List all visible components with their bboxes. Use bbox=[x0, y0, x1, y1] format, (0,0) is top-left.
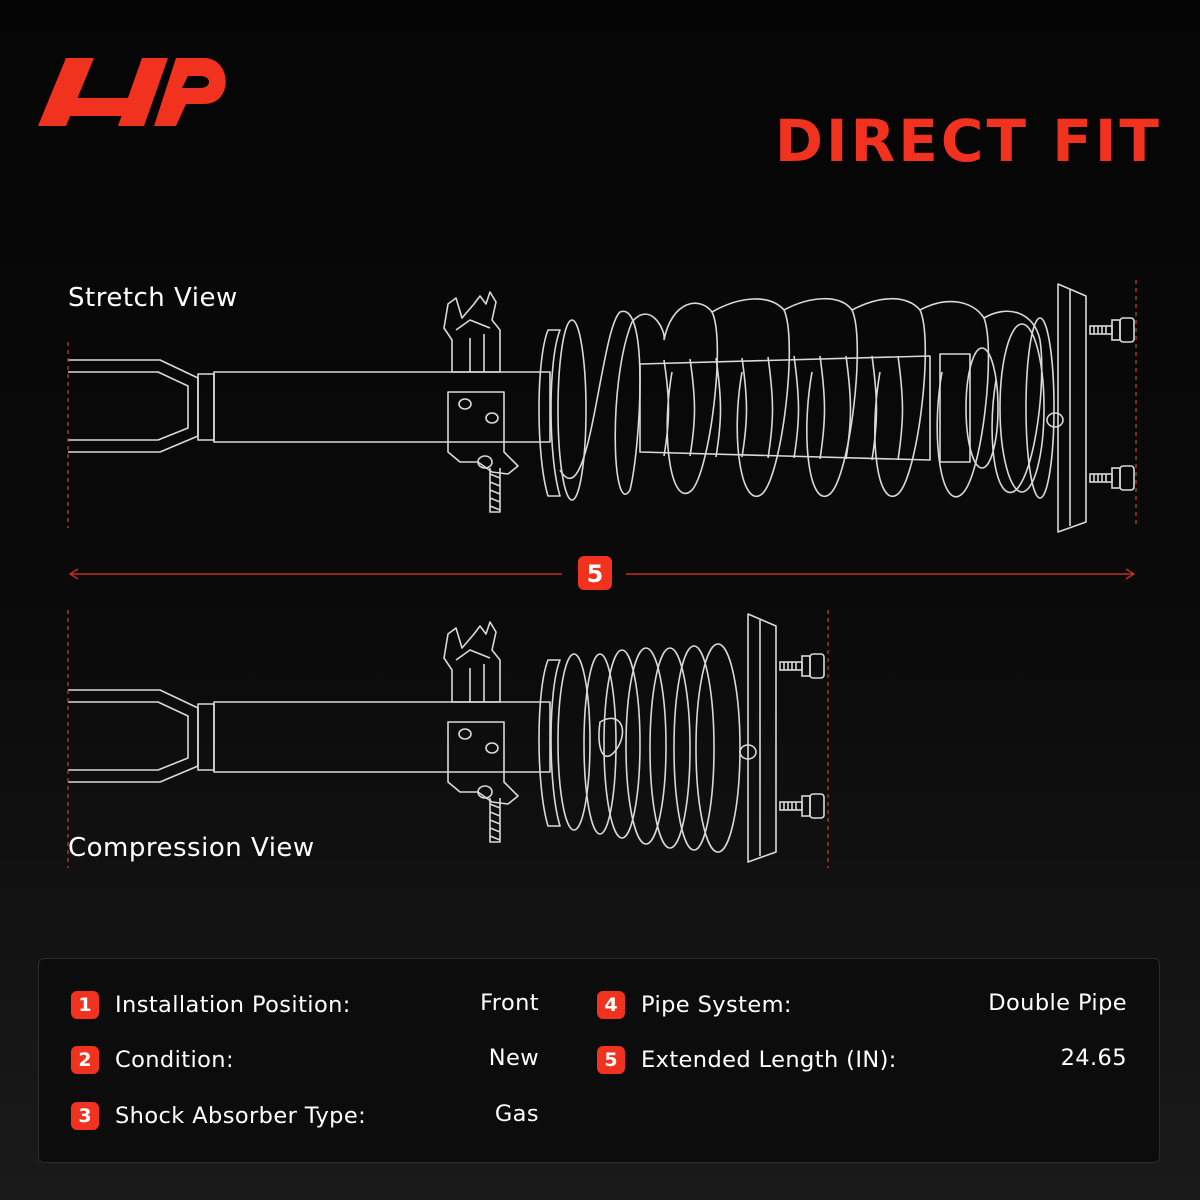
spec-row-pipe-system: 4 Pipe System: bbox=[597, 988, 792, 1022]
spec-value: Gas bbox=[494, 1101, 539, 1127]
stretch-view-strut bbox=[67, 283, 1135, 533]
spec-label: Condition: bbox=[115, 1047, 234, 1073]
dimension-badge-number: 5 bbox=[587, 560, 604, 588]
logo-p-bowl bbox=[154, 58, 226, 126]
spec-number-badge: 2 bbox=[71, 1046, 99, 1074]
spec-label: Installation Position: bbox=[115, 992, 351, 1018]
product-illustration: 5 Stretch View Compression View bbox=[67, 280, 1137, 868]
spec-label: Shock Absorber Type: bbox=[115, 1103, 367, 1129]
spec-row-shock-absorber-type: 3 Shock Absorber Type: bbox=[71, 1099, 366, 1133]
spec-label: Extended Length (IN): bbox=[641, 1047, 897, 1073]
spec-value: New bbox=[488, 1045, 539, 1071]
headline-direct-fit: DIRECT FIT bbox=[774, 107, 1162, 175]
logo-mark bbox=[38, 58, 226, 126]
stretch-view-label: Stretch View bbox=[68, 283, 238, 313]
logo-mid-stroke bbox=[118, 58, 168, 126]
compression-view-strut bbox=[67, 613, 825, 863]
spec-number-badge: 1 bbox=[71, 991, 99, 1019]
spec-number-badge: 5 bbox=[597, 1046, 625, 1074]
dimension-badge: 5 bbox=[578, 556, 612, 590]
dimension-guides bbox=[67, 280, 1137, 868]
spec-number-badge: 4 bbox=[597, 991, 625, 1019]
spec-row-extended-length: 5 Extended Length (IN): bbox=[597, 1043, 897, 1077]
spec-row-installation-position: 1 Installation Position: bbox=[71, 988, 351, 1022]
compression-view-label: Compression View bbox=[68, 833, 315, 863]
spec-label: Pipe System: bbox=[641, 992, 792, 1018]
spec-row-condition: 2 Condition: bbox=[71, 1043, 234, 1077]
spec-value: 24.65 bbox=[1060, 1045, 1127, 1071]
logo-left-stroke bbox=[38, 58, 94, 126]
spec-panel: 1 Installation Position: Front 2 Conditi… bbox=[38, 958, 1160, 1163]
spec-value: Front bbox=[480, 990, 539, 1016]
brand-logo bbox=[38, 58, 226, 126]
spec-value: Double Pipe bbox=[988, 990, 1127, 1016]
spec-number-badge: 3 bbox=[71, 1102, 99, 1130]
